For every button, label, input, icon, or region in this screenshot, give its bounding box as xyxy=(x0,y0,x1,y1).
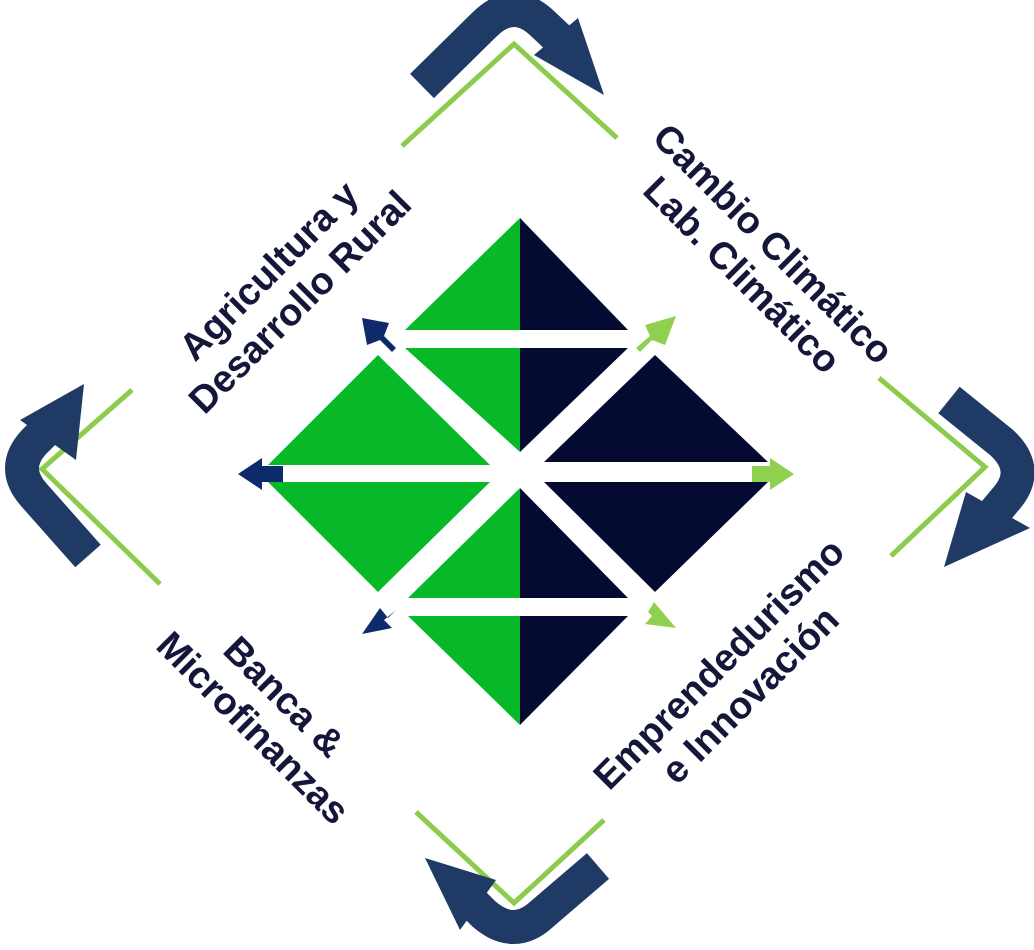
frame-left xyxy=(38,388,162,586)
triangle-right-lower xyxy=(544,482,768,592)
arrow-icon-up-left xyxy=(362,318,396,352)
arrow-icon-left xyxy=(238,458,283,490)
triangle-top-left xyxy=(405,218,520,330)
central-logo xyxy=(268,218,768,725)
frame-lines xyxy=(38,40,989,907)
triangle-bottom-right-upper xyxy=(520,488,628,598)
arrow-icon-down-right xyxy=(636,600,676,628)
triangle-top-right xyxy=(520,218,628,330)
triangle-top-right-lower xyxy=(520,348,628,452)
arrow-icon-up-right xyxy=(636,316,676,352)
frame-top xyxy=(400,40,619,148)
frame-bottom xyxy=(414,810,606,907)
arrow-icon-right xyxy=(752,458,794,490)
triangle-bottom-left xyxy=(408,616,520,725)
curved-arrow-icon-left xyxy=(5,384,101,568)
triangle-bottom-right xyxy=(520,616,628,725)
triangle-left-upper xyxy=(268,355,490,465)
cycle-arrows xyxy=(5,0,1034,944)
curved-arrow-icon-bottom xyxy=(425,853,610,944)
curved-arrow-icon-right xyxy=(938,386,1034,567)
triangle-right-upper xyxy=(544,355,768,462)
triangle-bottom-left-upper xyxy=(408,488,520,598)
curved-arrow-icon-top xyxy=(410,0,604,99)
arrow-icon-down-left xyxy=(362,606,400,634)
triangle-left-lower xyxy=(268,482,490,592)
frame-right xyxy=(877,376,989,558)
triangle-top-left-lower xyxy=(405,348,520,452)
outward-arrows xyxy=(238,316,794,634)
